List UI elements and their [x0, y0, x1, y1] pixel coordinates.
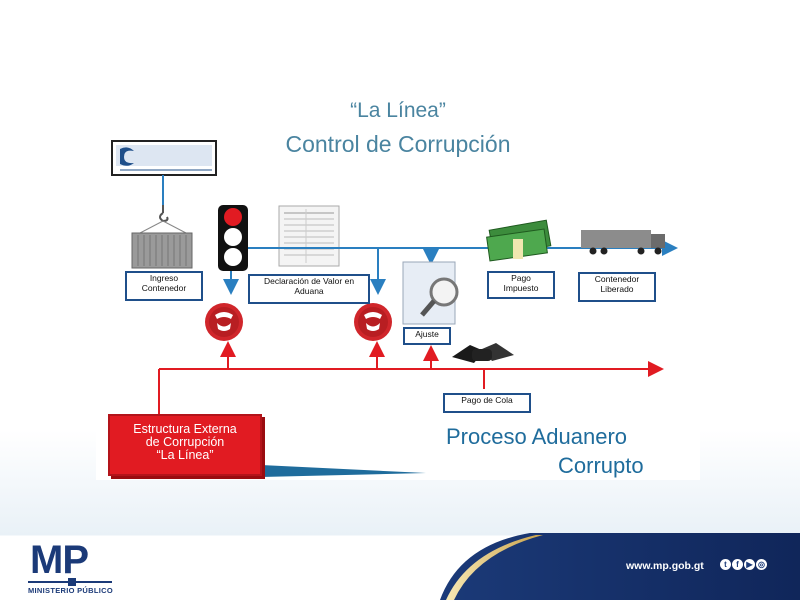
- ajuste-box: Ajuste: [403, 327, 451, 345]
- crane-hook-icon: [139, 205, 187, 234]
- instagram-icon[interactable]: ◎: [756, 559, 767, 570]
- box-label: Impuesto: [503, 283, 539, 293]
- ingreso-contenedor-box: Ingreso Contenedor: [125, 271, 203, 301]
- sat-logo-icon: [111, 140, 217, 176]
- external-structure-line: Estructura Externa: [133, 422, 237, 436]
- diagram-title-line1: “La Línea”: [350, 99, 446, 122]
- external-structure-line: de Corrupción: [145, 435, 225, 449]
- handshake-icon: [452, 343, 514, 363]
- box-label: Declaración de Valor en: [263, 276, 355, 286]
- pago-de-cola-box: Pago de Cola: [443, 393, 531, 413]
- contenedor-liberado-box: Contenedor Liberado: [578, 272, 656, 302]
- box-label: Pago de Cola: [461, 395, 513, 405]
- box-label: Ingreso: [149, 273, 179, 283]
- corruption-diagram: “La Línea” Control de Corrupción: [96, 93, 700, 480]
- phone-icon: [354, 303, 392, 341]
- box-label: Aduana: [294, 286, 324, 296]
- mp-logo-letters: MP: [30, 538, 89, 582]
- box-label: Liberado: [600, 284, 634, 294]
- money-icon: [486, 219, 552, 262]
- audit-document-icon: [402, 261, 459, 325]
- shipping-container-icon: [131, 232, 193, 269]
- mp-logo-subtitle: MINISTERIO PÚBLICO: [28, 586, 113, 595]
- process-title-line2: Corrupto: [558, 453, 644, 478]
- diagram-graphics: [111, 140, 678, 477]
- truck-icon: [581, 230, 665, 255]
- pago-impuesto-box: Pago Impuesto: [487, 271, 555, 299]
- footer: MP MINISTERIO PÚBLICO www.mp.gob.gt t f …: [0, 533, 800, 600]
- facebook-icon[interactable]: f: [732, 559, 743, 570]
- logo-underline-icon: [28, 578, 112, 586]
- box-label: Ajuste: [415, 329, 439, 339]
- twitter-icon[interactable]: t: [720, 559, 731, 570]
- process-title-line1: Proceso Aduanero: [446, 424, 628, 449]
- declaracion-box: Declaración de Valor en Aduana: [248, 274, 370, 304]
- box-label: Pago: [511, 273, 531, 283]
- youtube-icon[interactable]: ▶: [744, 559, 755, 570]
- external-structure-box: Estructura Externa de Corrupción “La Lín…: [108, 414, 262, 476]
- mp-logo: MP MINISTERIO PÚBLICO: [28, 538, 128, 598]
- diagram-title-line2: Control de Corrupción: [285, 131, 511, 157]
- website-url[interactable]: www.mp.gob.gt: [626, 560, 704, 572]
- box-label: Contenedor: [141, 283, 187, 293]
- box-label: Contenedor: [594, 274, 640, 284]
- footer-band: [440, 533, 800, 600]
- declaration-form-icon: [278, 205, 340, 267]
- traffic-light-icon: [218, 205, 248, 271]
- external-structure-line: “La Línea”: [156, 448, 214, 462]
- phone-icon: [205, 303, 243, 341]
